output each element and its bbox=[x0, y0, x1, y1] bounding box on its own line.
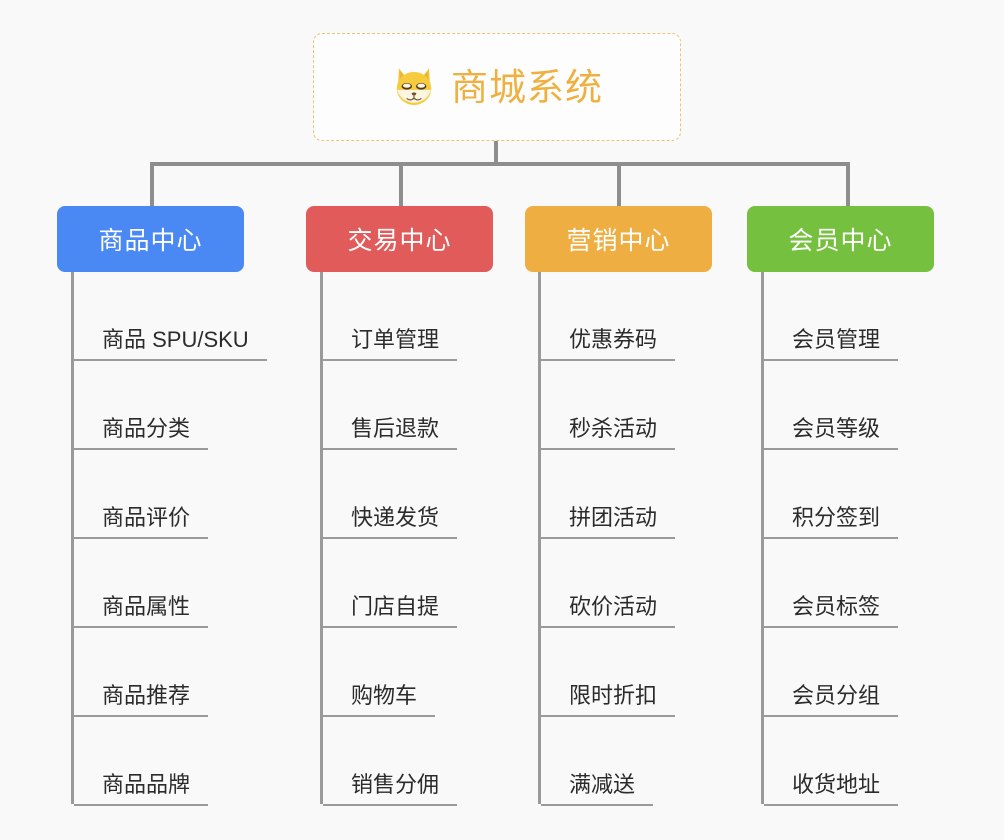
leaf-column-product-center: 商品 SPU/SKU 商品分类商品评价商品属性商品推荐商品品牌 bbox=[71, 272, 267, 806]
connector-drop-4 bbox=[846, 162, 850, 207]
leaf-item-label: 砍价活动 bbox=[541, 594, 676, 628]
category-box-trade-center[interactable]: 交易中心 bbox=[306, 206, 493, 272]
leaf-item[interactable]: 购物车 bbox=[320, 628, 457, 717]
leaf-item-label: 商品评价 bbox=[74, 505, 209, 539]
column-trunk-line bbox=[538, 272, 541, 804]
column-trunk-line bbox=[320, 272, 323, 804]
leaf-item-label: 销售分佣 bbox=[323, 772, 458, 806]
root-node-title: 商城系统 bbox=[451, 66, 603, 108]
leaf-item-label: 商品推荐 bbox=[74, 683, 209, 717]
leaf-item-label: 订单管理 bbox=[323, 327, 458, 361]
leaf-item[interactable]: 商品属性 bbox=[71, 539, 267, 628]
leaf-column-trade-center: 订单管理售后退款快递发货门店自提购物车销售分佣 bbox=[320, 272, 458, 806]
leaf-item[interactable]: 商品 SPU/SKU bbox=[71, 272, 267, 361]
connector-drop-2 bbox=[399, 162, 403, 207]
root-node-mall-system[interactable]: 商城系统 bbox=[313, 33, 681, 141]
shiba-dog-icon bbox=[391, 64, 437, 110]
leaf-item-label: 会员管理 bbox=[764, 327, 899, 361]
leaf-item-label: 秒杀活动 bbox=[541, 416, 676, 450]
leaf-item[interactable]: 优惠券码 bbox=[538, 272, 676, 361]
category-label: 营销中心 bbox=[566, 227, 671, 255]
leaf-item[interactable]: 满减送 bbox=[538, 717, 675, 806]
leaf-item[interactable]: 商品评价 bbox=[71, 450, 267, 539]
leaf-item-label: 门店自提 bbox=[323, 594, 458, 628]
leaf-item[interactable]: 会员标签 bbox=[761, 539, 899, 628]
leaf-item[interactable]: 会员等级 bbox=[761, 361, 899, 450]
leaf-item[interactable]: 砍价活动 bbox=[538, 539, 676, 628]
leaf-item-label: 购物车 bbox=[323, 683, 436, 717]
leaf-column-member-center: 会员管理会员等级积分签到会员标签会员分组收货地址 bbox=[761, 272, 899, 806]
leaf-item[interactable]: 销售分佣 bbox=[320, 717, 458, 806]
leaf-item-label: 售后退款 bbox=[323, 416, 458, 450]
leaf-item[interactable]: 商品推荐 bbox=[71, 628, 267, 717]
leaf-item-label: 优惠券码 bbox=[541, 327, 676, 361]
category-label: 交易中心 bbox=[347, 227, 452, 255]
leaf-item[interactable]: 售后退款 bbox=[320, 361, 458, 450]
column-trunk-line bbox=[71, 272, 74, 804]
leaf-item-label: 会员等级 bbox=[764, 416, 899, 450]
leaf-item-label: 收货地址 bbox=[764, 772, 899, 806]
leaf-item[interactable]: 会员分组 bbox=[761, 628, 899, 717]
category-label: 会员中心 bbox=[788, 227, 893, 255]
leaf-item-label: 限时折扣 bbox=[541, 683, 676, 717]
connector-root-stem bbox=[494, 141, 498, 165]
leaf-column-marketing-center: 优惠券码秒杀活动拼团活动砍价活动限时折扣满减送 bbox=[538, 272, 676, 806]
column-trunk-line bbox=[761, 272, 764, 804]
leaf-item[interactable]: 快递发货 bbox=[320, 450, 458, 539]
leaf-item[interactable]: 门店自提 bbox=[320, 539, 458, 628]
leaf-item[interactable]: 拼团活动 bbox=[538, 450, 676, 539]
leaf-item[interactable]: 订单管理 bbox=[320, 272, 458, 361]
leaf-item-label: 会员标签 bbox=[764, 594, 899, 628]
category-box-member-center[interactable]: 会员中心 bbox=[747, 206, 934, 272]
leaf-item[interactable]: 会员管理 bbox=[761, 272, 899, 361]
leaf-item-label: 商品分类 bbox=[74, 416, 209, 450]
leaf-item-label: 快递发货 bbox=[323, 505, 458, 539]
connector-drop-3 bbox=[617, 162, 621, 207]
leaf-item[interactable]: 积分签到 bbox=[761, 450, 899, 539]
leaf-item-label: 满减送 bbox=[541, 772, 654, 806]
leaf-item-label: 商品品牌 bbox=[74, 772, 209, 806]
category-box-product-center[interactable]: 商品中心 bbox=[57, 206, 244, 272]
leaf-item-label: 商品 SPU/SKU bbox=[74, 327, 267, 361]
leaf-item[interactable]: 商品分类 bbox=[71, 361, 267, 450]
leaf-item-label: 拼团活动 bbox=[541, 505, 676, 539]
connector-drop-1 bbox=[150, 162, 154, 207]
leaf-item-label: 积分签到 bbox=[764, 505, 899, 539]
leaf-item-label: 会员分组 bbox=[764, 683, 899, 717]
leaf-item[interactable]: 限时折扣 bbox=[538, 628, 676, 717]
category-box-marketing-center[interactable]: 营销中心 bbox=[525, 206, 712, 272]
leaf-item[interactable]: 商品品牌 bbox=[71, 717, 267, 806]
leaf-item[interactable]: 秒杀活动 bbox=[538, 361, 676, 450]
category-label: 商品中心 bbox=[98, 227, 203, 255]
connector-horizontal-bus bbox=[150, 162, 850, 166]
leaf-item[interactable]: 收货地址 bbox=[761, 717, 899, 806]
leaf-item-label: 商品属性 bbox=[74, 594, 209, 628]
